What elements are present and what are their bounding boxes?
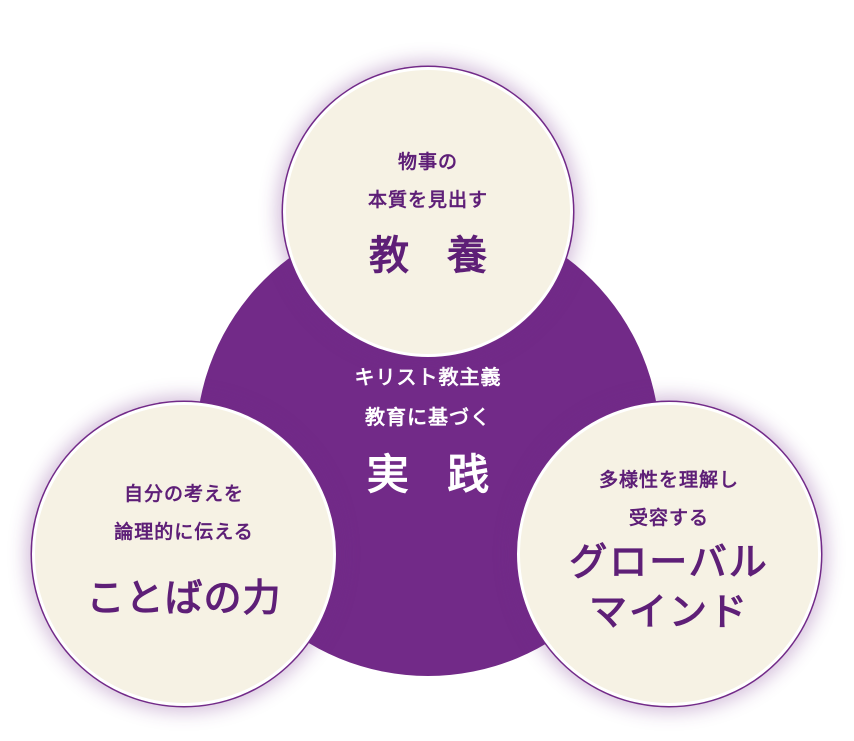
left-content: 自分の考えを 論理的に伝える ことばの力 [86,475,281,622]
right-subtitle-line2: 受容する [628,507,709,529]
top-title: 教 養 [369,233,499,279]
center-subtitle-line2: 教育に基づく [365,404,491,429]
center-subtitle-line1: キリスト教主義 [354,364,502,389]
right-circle: 多様性を理解し 受容する グローバル マインド [517,402,821,706]
right-title-line2: マインド [588,590,749,634]
top-content: 物事の 本質を見出す 教 養 [357,143,499,281]
right-title-line1: グローバル [569,540,769,584]
left-subtitle-line1: 自分の考えを [123,482,244,505]
center-title: 実 践 [366,449,502,499]
top-subtitle-line1: 物事の [397,151,458,173]
left-title: ことばの力 [86,575,282,620]
right-content: 多様性を理解し 受容する グローバル マインド [569,461,769,637]
top-subtitle-line2: 本質を見出す [367,189,488,211]
left-subtitle-line2: 論理的に伝える [114,520,254,543]
center-content: キリスト教主義 教育に基づく 実 践 [355,357,502,502]
right-subtitle-line1: 多様性を理解し [598,469,739,491]
top-circle: 物事の 本質を見出す 教 養 [283,67,573,357]
left-circle: 自分の考えを 論理的に伝える ことばの力 [32,402,336,706]
